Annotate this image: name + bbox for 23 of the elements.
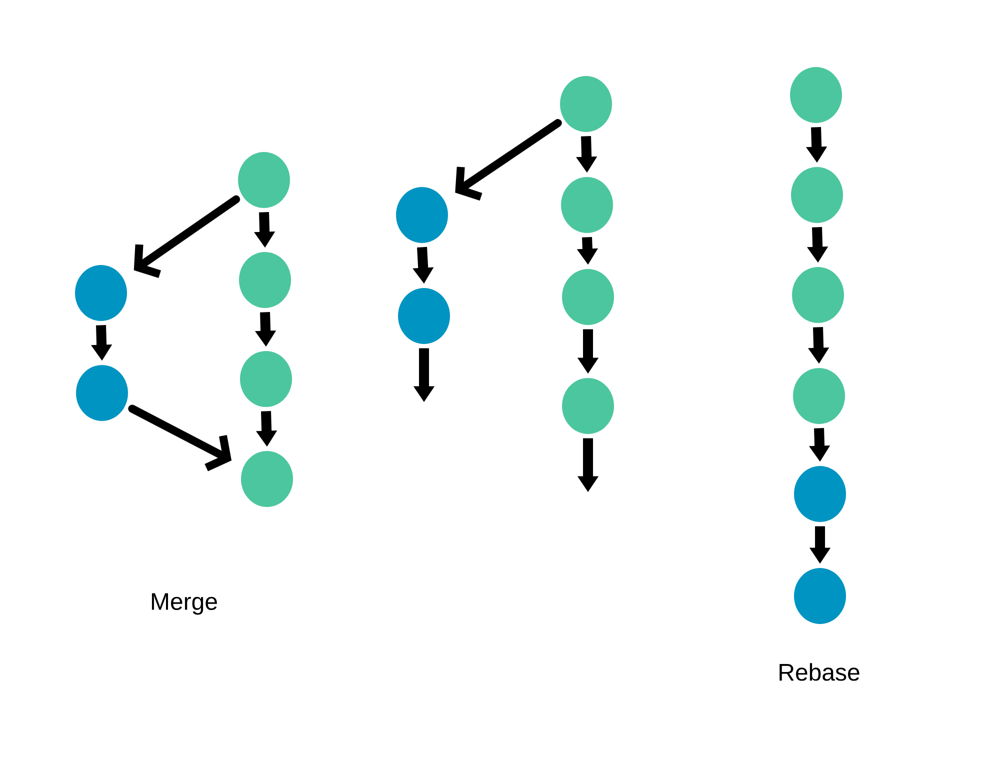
commit-circle bbox=[562, 269, 614, 325]
commit-circle bbox=[76, 365, 128, 421]
arrow bbox=[134, 195, 240, 278]
commit-circle bbox=[790, 67, 842, 123]
group-label: Rebase bbox=[780, 663, 860, 681]
commit-circle bbox=[238, 152, 290, 208]
commit-circle bbox=[240, 351, 292, 407]
arrow bbox=[128, 404, 232, 472]
arrow bbox=[455, 119, 562, 201]
commit-circle bbox=[396, 187, 448, 243]
commit-circle bbox=[794, 466, 846, 522]
commit-circle bbox=[793, 368, 846, 424]
commit-circle bbox=[560, 76, 612, 132]
commit-circle bbox=[75, 265, 127, 321]
commit-circle bbox=[241, 451, 293, 507]
commit-circle bbox=[239, 252, 291, 308]
commit-circle bbox=[561, 177, 613, 233]
commit-circle bbox=[562, 378, 614, 434]
commit-circle bbox=[398, 288, 450, 344]
commit-circle bbox=[794, 568, 846, 624]
group-label: Merge bbox=[152, 593, 217, 615]
commit-circle bbox=[791, 167, 844, 223]
commit-circle bbox=[792, 267, 844, 323]
